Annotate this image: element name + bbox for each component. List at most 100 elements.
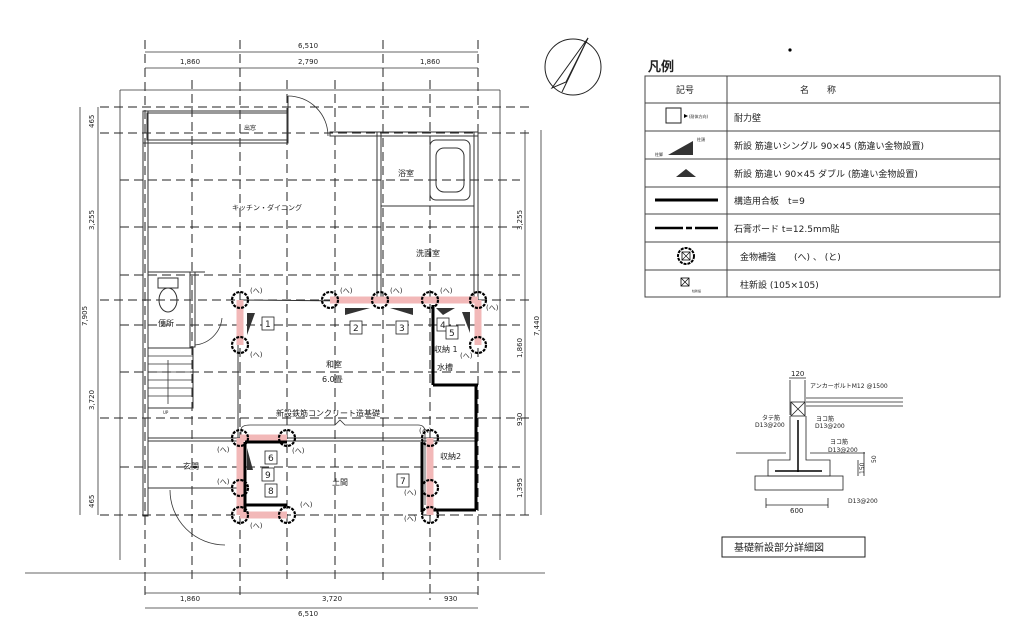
detail-bottom-rebar-spec: D13@200 [848,498,878,505]
detail-horizontal-rebar1: ヨコ筋 [816,415,834,423]
hardware-label: (へ) [250,522,263,530]
label-entrance: 玄関 [183,461,199,471]
wall-tag-3: 3 [399,324,405,334]
floor-plan: (へ) (へ) (へ) (へ) (へ) (へ) (へ) (へ) (へ) (へ) … [25,40,545,618]
legend-name-5: 金物補強 (へ) 、 (と) [740,251,841,263]
dim-right-3: 930 [516,413,524,426]
label-stair-up: UP [163,410,169,415]
braces [247,308,470,470]
single-brace-icon [668,141,693,155]
dim-bottom-3: 930 [444,595,457,603]
hardware-icon [677,247,695,265]
dim-top-3: 1,860 [420,58,440,66]
hardware-labels: (へ) (へ) (へ) (へ) (へ) (へ) (へ) (へ) (へ) (へ) … [217,287,499,530]
wall-tag-5: 5 [449,329,455,339]
legend-name-4: 石膏ボード t=12.5mm貼 [734,223,840,235]
stairs [148,355,193,404]
hardware-label: (へ) [300,501,313,509]
dim-bottom-1: 1,860 [180,595,200,603]
detail-vertical-rebar-spec: D13@200 [755,422,785,429]
new-column-icon [680,277,690,287]
dim-top-1: 1,860 [180,58,200,66]
dim-top-2: 2,790 [298,58,318,66]
detail-anchor-bolt: アンカーボルトM12 @1500 [810,382,888,390]
dim-left-2: 3,255 [88,210,96,230]
hardware-label: (へ) [250,351,263,359]
wall-tag-9: 9 [265,471,271,481]
legend-symbol-note-top-1: 柱頭 [697,136,705,142]
dimensions: 6,510 1,860 2,790 1,860 1,860 3,720 930 … [79,42,542,618]
legend-name-3: 構造用合板 t=9 [734,195,805,207]
hardware-label: (へ) [419,427,432,435]
legend-title: 凡例 [648,59,674,75]
legend: 凡例 記号 名 称 (耐体方向) 耐力壁 柱頭 柱脚 新設 筋違いシングル 90… [644,59,1001,298]
dim-left-4: 465 [88,495,96,508]
dim-top-total: 6,510 [298,42,318,50]
detail-vertical-rebar: タテ筋 [762,414,780,422]
label-washitsu: 和室 [326,359,342,369]
label-foundation-note: 新設鉄筋コンクリート造基礎 [276,408,380,418]
legend-name-2: 新設 筋違い 90×45 ダブル (筋違い金物設置) [734,168,918,180]
detail-dim-50: 50 [871,455,878,463]
north-arrow-icon [544,37,602,96]
dim-right-4: 1,395 [516,478,524,498]
hardware-label: (へ) [460,352,473,360]
dim-right-total: 7,440 [533,316,541,336]
dot-mark [788,48,792,52]
label-bath: 浴室 [398,168,414,178]
label-bay-window: 出窓 [244,124,256,132]
label-washitsu-size: 6.0畳 [322,375,343,384]
dim-right-2: 1,860 [516,338,524,358]
hardware-label: (へ) [217,446,230,454]
wall-tag-8: 8 [268,487,274,497]
hardware-label: (へ) [486,304,499,312]
detail-horizontal-rebar2-spec: D13@200 [828,447,858,454]
hardware-label: (へ) [292,447,305,455]
detail-width-bottom: 600 [790,507,803,515]
dim-left-1: 465 [88,115,96,128]
label-toilet: 便所 [158,318,174,328]
label-washroom: 洗面室 [416,248,440,258]
label-doma: 土間 [332,477,348,487]
detail-horizontal-rebar1-spec: D13@200 [815,423,845,430]
label-storage1: 収納 1 [434,344,458,354]
legend-symbol-note-6: 柱新設 [692,288,701,293]
hardware-label: (へ) [340,287,353,295]
hardware-label: (へ) [217,478,230,486]
detail-horizontal-rebar2: ヨコ筋 [830,438,848,446]
label-tank: 水槽 [437,362,453,372]
legend-header-symbol: 記号 [676,84,694,96]
foundation-detail: 120 アンカーボルトM12 @1500 タテ筋 D13@200 ヨコ筋 D13… [721,370,903,558]
hardware-label: (へ) [404,489,417,497]
dim-bottom-total: 6,510 [298,610,318,618]
legend-header-name: 名 称 [800,84,836,96]
label-storage2: 収納2 [440,451,461,461]
legend-symbol-note-0: (耐体方向) [689,113,709,119]
wall-tag-6: 6 [268,454,274,464]
wall-tag-1: 1 [265,320,271,330]
dim-right-1: 3,255 [516,210,524,230]
legend-symbol-note-bottom-1: 柱脚 [655,151,663,157]
legend-name-1: 新設 筋違いシングル 90×45 (筋違い金物設置) [734,140,924,152]
wall-tag-4: 4 [440,321,446,331]
double-brace-icon [676,169,696,177]
detail-caption: 基礎新設部分詳細図 [734,541,824,554]
hardware-label: (へ) [404,515,417,523]
dim-left-3: 3,720 [88,390,96,410]
legend-name-6: 柱新設 (105×105) [740,279,819,291]
legend-name-0: 耐力壁 [734,112,761,124]
dim-bottom-2: 3,720 [322,595,342,603]
bearing-wall-icon [665,107,682,124]
detail-width-top: 120 [791,370,804,378]
hardware-reinforced-columns [230,290,488,525]
wall-tag-2: 2 [353,324,359,334]
detail-dim-150: 150 [859,462,866,474]
hardware-label: (へ) [250,287,263,295]
wall-number-tags: 1 2 3 4 5 6 7 8 9 [261,316,459,498]
hardware-label: (へ) [440,287,453,295]
grid-lines [25,40,545,600]
wall-tag-7: 7 [400,477,406,487]
hardware-label: (へ) [390,287,403,295]
room-labels: 出窓 浴室 キッチン・ダイニング 洗面室 便所 和室 6.0畳 収納 1 水槽 … [158,124,461,487]
